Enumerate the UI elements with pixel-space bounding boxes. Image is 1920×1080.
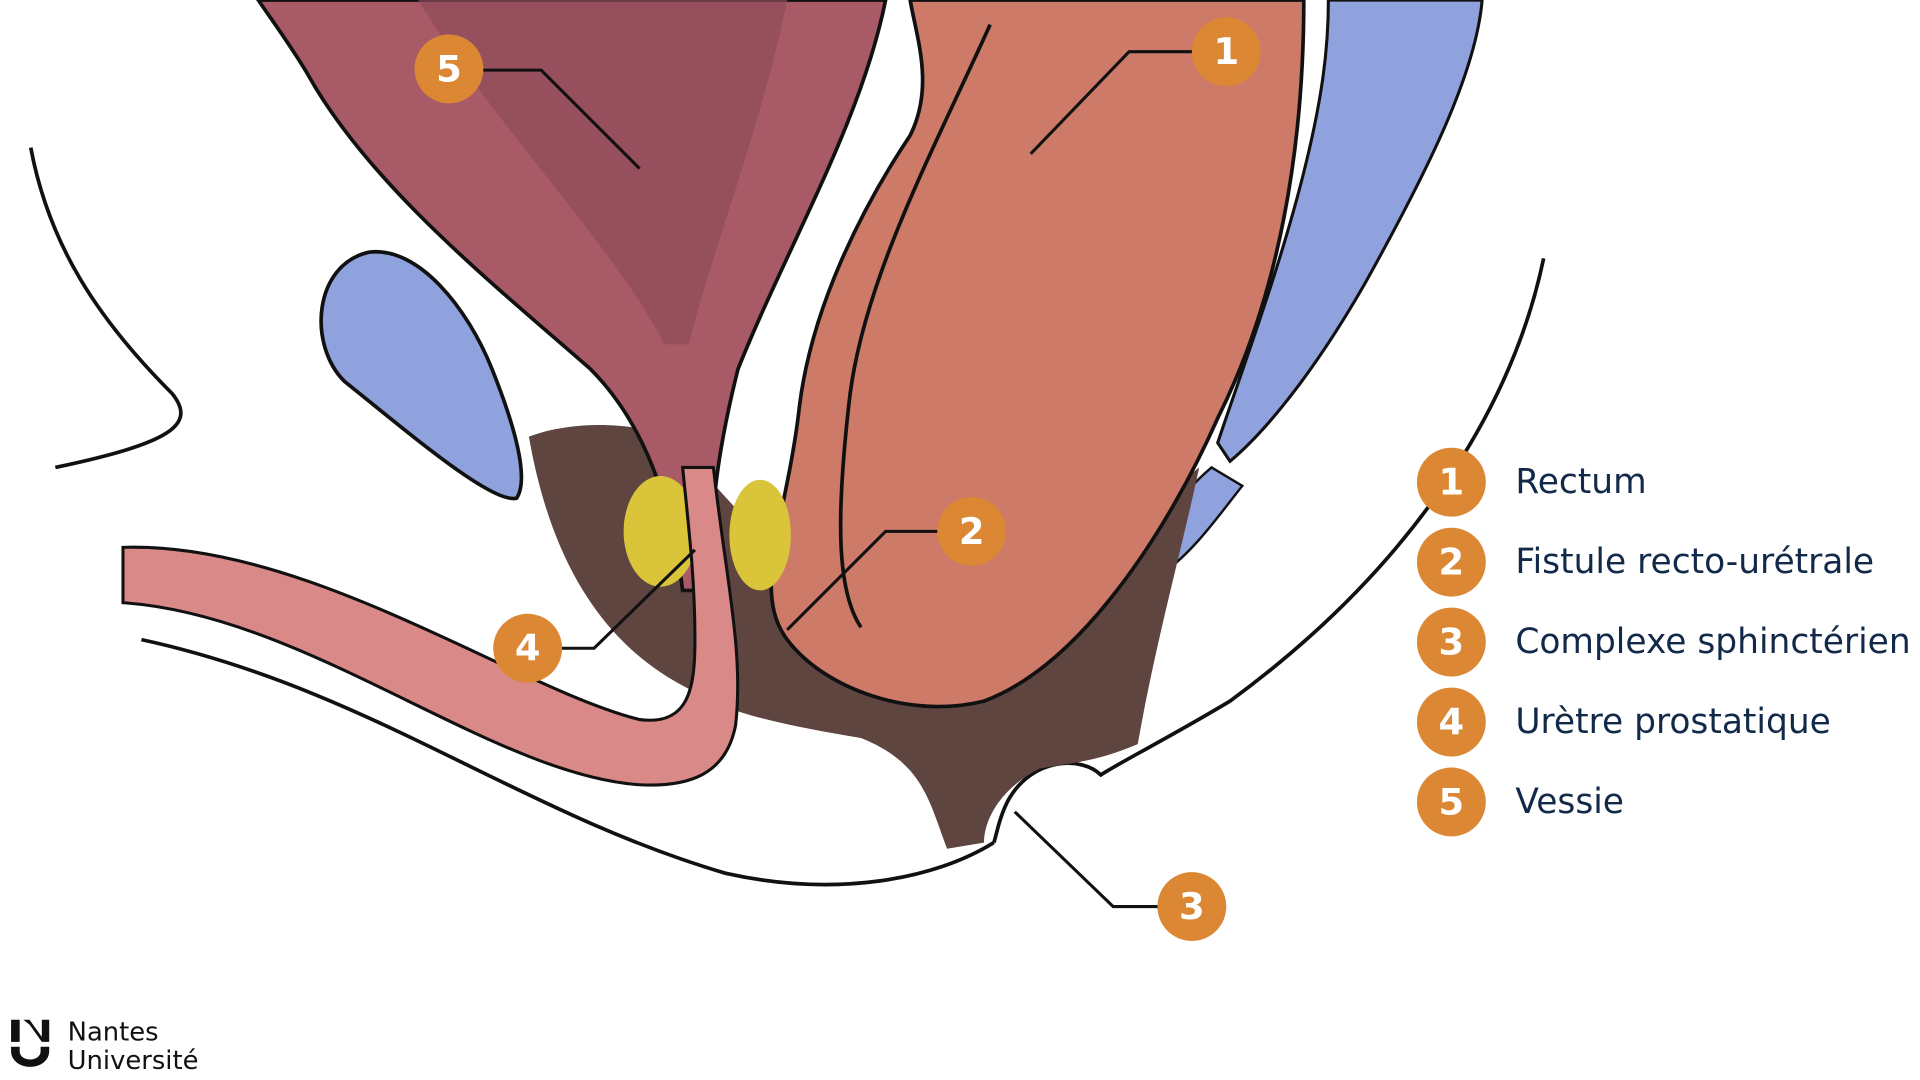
body-outline-left (28, 147, 183, 470)
svg-text:Urètre prostatique: Urètre prostatique (1515, 702, 1831, 742)
svg-text:5: 5 (1439, 780, 1465, 823)
svg-text:Vessie: Vessie (1515, 782, 1624, 822)
svg-text:3: 3 (1179, 885, 1205, 928)
svg-text:2: 2 (959, 510, 985, 553)
legend: 1 Rectum 2 Fistule recto-urétrale 3 Complex… (1416, 447, 1911, 837)
callout-1: 1 (1191, 17, 1261, 87)
svg-text:4: 4 (515, 627, 541, 670)
svg-text:2: 2 (1439, 541, 1465, 584)
svg-text:Complexe sphinctérien: Complexe sphinctérien (1515, 622, 1910, 662)
svg-text:5: 5 (436, 47, 462, 90)
leader-line-2 (786, 529, 941, 631)
legend-item-2: 2 Fistule recto-urétrale (1416, 527, 1874, 597)
prostate-right (729, 479, 791, 591)
svg-text:Rectum: Rectum (1515, 462, 1646, 502)
svg-text:Fistule recto-urétrale: Fistule recto-urétrale (1515, 542, 1874, 582)
sacrum-bone (1215, 0, 1484, 464)
callout-4: 4 (493, 613, 563, 683)
legend-item-5: 5 Vessie (1416, 767, 1624, 837)
body-outline-right (992, 257, 1546, 844)
urethra (121, 465, 740, 787)
leader-lines (482, 50, 1194, 909)
legend-item-4: 4 Urètre prostatique (1416, 687, 1831, 757)
svg-text:4: 4 (1439, 701, 1465, 744)
callout-5: 5 (414, 34, 484, 104)
body-outline-bottom (141, 637, 995, 887)
bladder-inner (418, 0, 788, 345)
nantes-universite-logo: Nantes Université (11, 1018, 198, 1076)
leader-line-1 (1029, 50, 1194, 155)
svg-text:3: 3 (1439, 621, 1465, 664)
leader-line-4 (559, 548, 697, 650)
prostate-left (623, 476, 698, 587)
pubic-bone (319, 250, 524, 501)
svg-text:1: 1 (1439, 461, 1465, 504)
leader-line-3 (1013, 810, 1159, 909)
svg-text:Nantes: Nantes (68, 1018, 159, 1048)
callout-2: 2 (937, 496, 1007, 566)
callout-3: 3 (1157, 872, 1227, 941)
leader-line-5 (482, 68, 641, 170)
logo-mark-icon (11, 1019, 50, 1067)
legend-item-1: 1 Rectum (1416, 447, 1647, 517)
svg-text:Université: Université (68, 1046, 199, 1076)
legend-item-3: 3 Complexe sphinctérien (1416, 607, 1911, 677)
svg-text:1: 1 (1213, 30, 1239, 73)
